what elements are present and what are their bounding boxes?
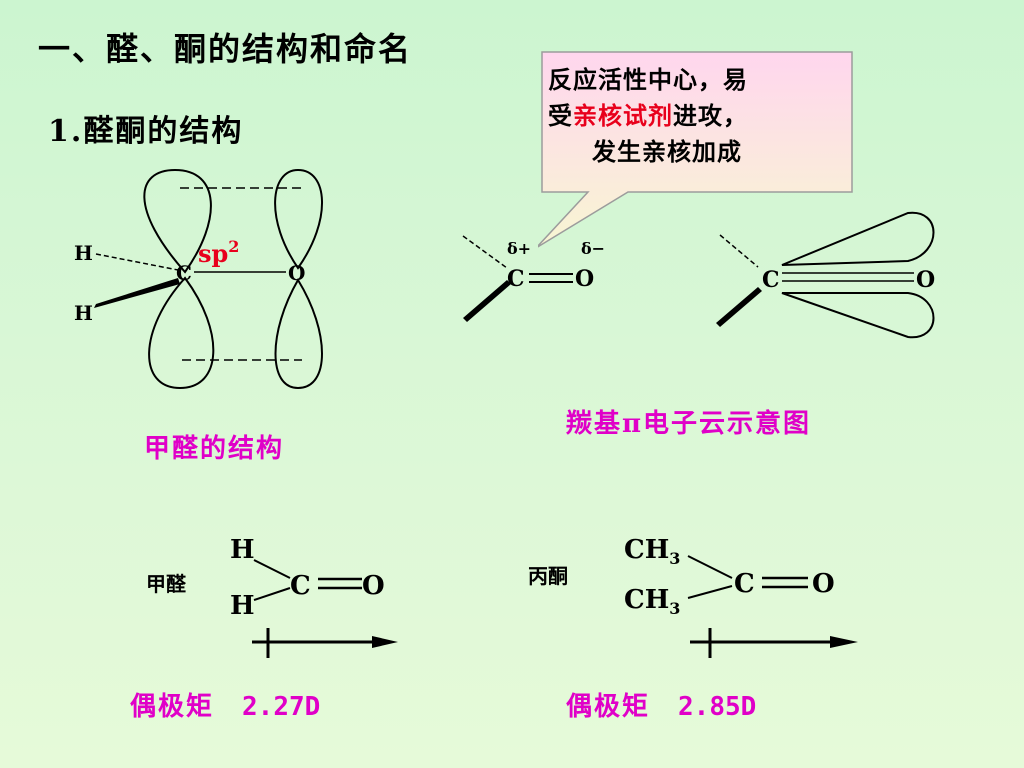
callout-bubble: [538, 51, 853, 248]
formaldehyde-h-bond-bottom: [253, 587, 291, 601]
orbital-caption: 甲醛的结构: [144, 434, 285, 464]
pi-cloud-lower-lobe: [781, 292, 935, 339]
acetone-ch3-top-ch: CH: [624, 535, 669, 565]
sp2-label: sp2: [198, 237, 239, 268]
formaldehyde-label: 甲醛: [146, 572, 186, 596]
acetone-ch3-bottom-ch: CH: [624, 585, 669, 615]
formaldehyde-orbital-diagram: H H C O sp2: [74, 168, 323, 390]
formaldehyde-h-top: H: [230, 535, 255, 565]
oxygen-p-lobe-bottom: [274, 278, 323, 390]
acetone-dipole: 偶极矩 2.85D: [566, 686, 756, 723]
polar-wedge-bond: [463, 280, 511, 322]
callout-line2-post: 进攻，: [673, 101, 748, 130]
sp2-sup: 2: [228, 237, 239, 256]
acetone-ch3-bond-top: [687, 555, 733, 579]
acetone-ch3-bottom-sub: 3: [669, 599, 680, 618]
acetone-oxygen: O: [812, 569, 835, 599]
pi-oxygen: O: [916, 267, 935, 293]
pi-cloud-upper-lobe: [781, 211, 935, 266]
callout-line3: 发生亲核加成: [592, 137, 742, 166]
pi-cloud-caption: 羰基π电子云示意图: [566, 409, 812, 439]
orbital-carbon: C: [176, 261, 192, 285]
sp2-base: sp: [198, 239, 228, 268]
section-subtitle: 1.醛酮的结构: [48, 114, 244, 149]
acetone-carbon: C: [734, 569, 755, 599]
pi-dashed-bond: [719, 234, 759, 268]
acetone-dipole-arrowhead: [830, 636, 858, 648]
carbon-p-lobe-top: [143, 168, 212, 274]
page-title: 一、醛、酮的结构和命名: [38, 30, 413, 68]
acetone-ch3-bond-bottom: [687, 585, 733, 599]
orbital-oxygen: O: [288, 261, 305, 285]
oxygen-p-lobe-top: [274, 168, 323, 270]
pi-wedge-bond: [716, 287, 762, 327]
pi-carbon: C: [762, 267, 780, 293]
formaldehyde-h-bond-top: [253, 559, 291, 579]
formaldehyde-dipole-arrowhead: [372, 636, 398, 648]
pi-cloud-diagram: C O: [716, 211, 935, 339]
formaldehyde-oxygen: O: [362, 571, 385, 601]
c-h-wedge-bond: [94, 278, 180, 308]
formaldehyde-carbon: C: [290, 571, 311, 601]
callout-text: 反应活性中心，易 受亲核试剂进攻， 发生亲核加成: [548, 62, 844, 170]
formaldehyde-structure: H H C O: [230, 535, 398, 658]
acetone-ch3-bottom: CH3: [624, 585, 680, 618]
polar-carbon: C: [507, 266, 525, 292]
acetone-dipole-value: 2.85D: [678, 692, 757, 722]
callout-line2-pre: 受: [548, 101, 573, 130]
acetone-label: 丙酮: [528, 564, 568, 588]
acetone-dipole-label: 偶极矩: [566, 692, 651, 722]
callout-line1: 反应活性中心，易: [548, 65, 748, 94]
orbital-h-bottom: H: [74, 301, 93, 325]
delta-plus: δ+: [507, 239, 531, 258]
delta-minus: δ−: [581, 239, 605, 258]
formaldehyde-h-bottom: H: [230, 591, 255, 621]
acetone-ch3-top: CH3: [624, 535, 680, 568]
acetone-ch3-top-sub: 3: [669, 549, 680, 568]
carbon-p-lobe-bottom: [148, 276, 215, 390]
polar-carbonyl-structure: C O δ+ δ−: [462, 235, 605, 322]
acetone-structure: CH3 CH3 C O: [624, 535, 858, 658]
formaldehyde-dipole-value: 2.27D: [242, 692, 321, 722]
formaldehyde-dipole: 偶极矩 2.27D: [130, 686, 320, 723]
polar-dashed-bond: [462, 235, 508, 269]
c-h-dashed-bond: [95, 253, 179, 271]
orbital-h-top: H: [74, 241, 93, 265]
formaldehyde-dipole-label: 偶极矩: [130, 692, 215, 722]
polar-oxygen: O: [575, 266, 594, 292]
callout-line2-red: 亲核试剂: [573, 101, 673, 130]
